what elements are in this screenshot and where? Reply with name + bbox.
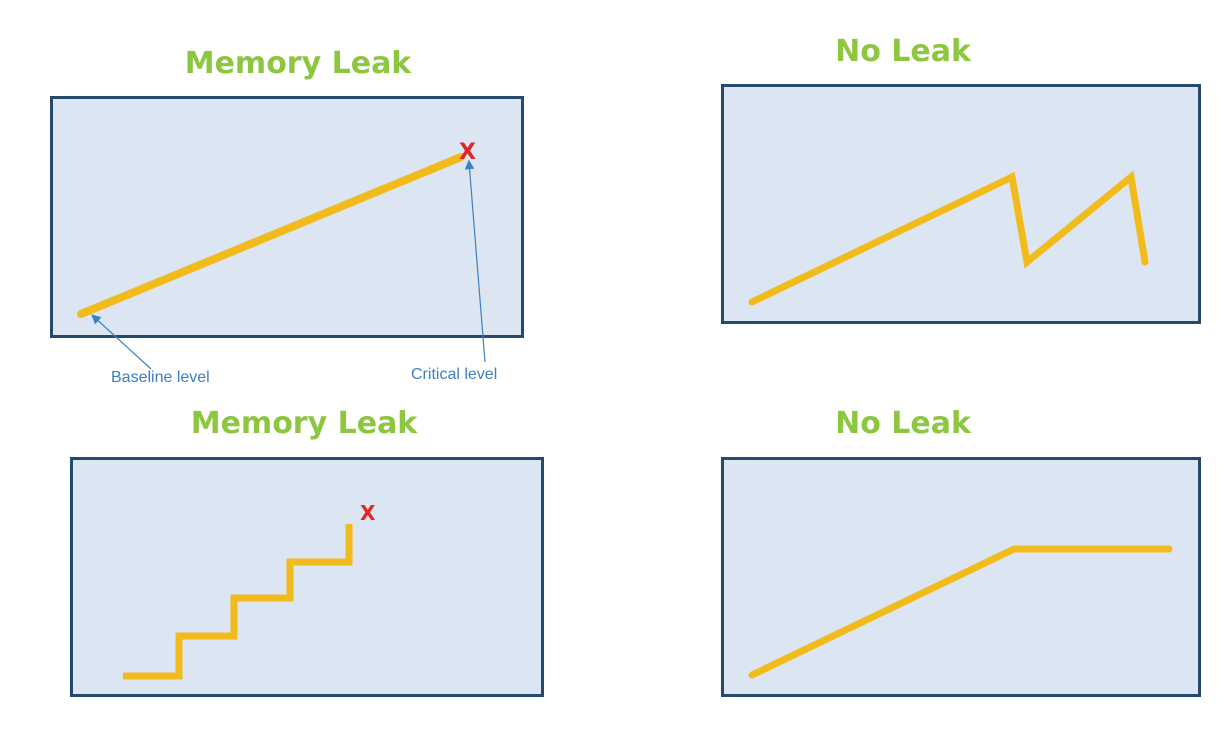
panel-1-plot: X: [77, 140, 476, 318]
panel-4-plot: [748, 545, 1173, 679]
panel-3-staircase-leak: X: [70, 457, 544, 697]
panel-4-title: No Leak: [835, 406, 971, 441]
panel-3-title: Memory Leak: [190, 406, 418, 441]
panel-3-plot: X: [123, 501, 376, 680]
panel-2-title: No Leak: [835, 34, 971, 69]
memory-usage-line: [123, 524, 353, 680]
panel-4-plateau-no-leak: [721, 457, 1201, 697]
panel-2-plot: [748, 170, 1149, 306]
critical-level-label: Critical level: [411, 366, 498, 383]
critical-marker: X: [459, 140, 476, 165]
critical-marker: X: [360, 501, 376, 525]
memory-usage-line: [77, 153, 465, 318]
baseline-level-label: Baseline level: [111, 369, 210, 386]
memory-usage-line: [748, 170, 1149, 306]
panel-1-linear-leak: X: [50, 96, 524, 338]
panel-1-title: Memory Leak: [184, 46, 412, 81]
panel-2-sawtooth-no-leak: [721, 84, 1201, 324]
memory-usage-line: [748, 545, 1173, 679]
